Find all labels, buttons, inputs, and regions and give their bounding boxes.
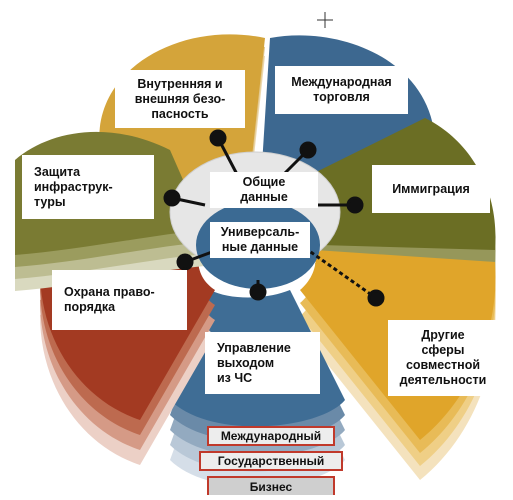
domain-box-emergency[interactable]: Управление выходом из ЧС: [205, 332, 320, 394]
hub-label-common: Общие данные: [210, 172, 318, 208]
connector-dot-immigration: [346, 196, 364, 214]
level-business[interactable]: Бизнес: [207, 476, 335, 495]
level-international[interactable]: Международный: [207, 426, 335, 446]
domain-box-other[interactable]: Другие сферы совместной деятельности: [388, 320, 498, 396]
connector-dot-emergency: [249, 283, 267, 301]
hub-label-universal: Универсаль- ные данные: [210, 222, 310, 258]
connector-dot-infrastructure: [163, 189, 181, 207]
level-state[interactable]: Государственный: [199, 451, 343, 471]
connector-dot-security: [209, 129, 227, 147]
domain-box-law[interactable]: Охрана право- порядка: [52, 270, 187, 330]
connector-dot-law: [176, 253, 194, 271]
connector-dot-other: [367, 289, 385, 307]
domain-box-security[interactable]: Внутренняя и внешняя безо- пасность: [115, 70, 245, 128]
domain-box-trade[interactable]: Международная торговля: [275, 66, 408, 114]
crosshair-icon: [317, 12, 333, 28]
domain-box-immigration[interactable]: Иммиграция: [372, 165, 490, 213]
connector-dot-trade: [299, 141, 317, 159]
domain-box-infrastructure[interactable]: Защита инфраструк- туры: [22, 155, 154, 219]
